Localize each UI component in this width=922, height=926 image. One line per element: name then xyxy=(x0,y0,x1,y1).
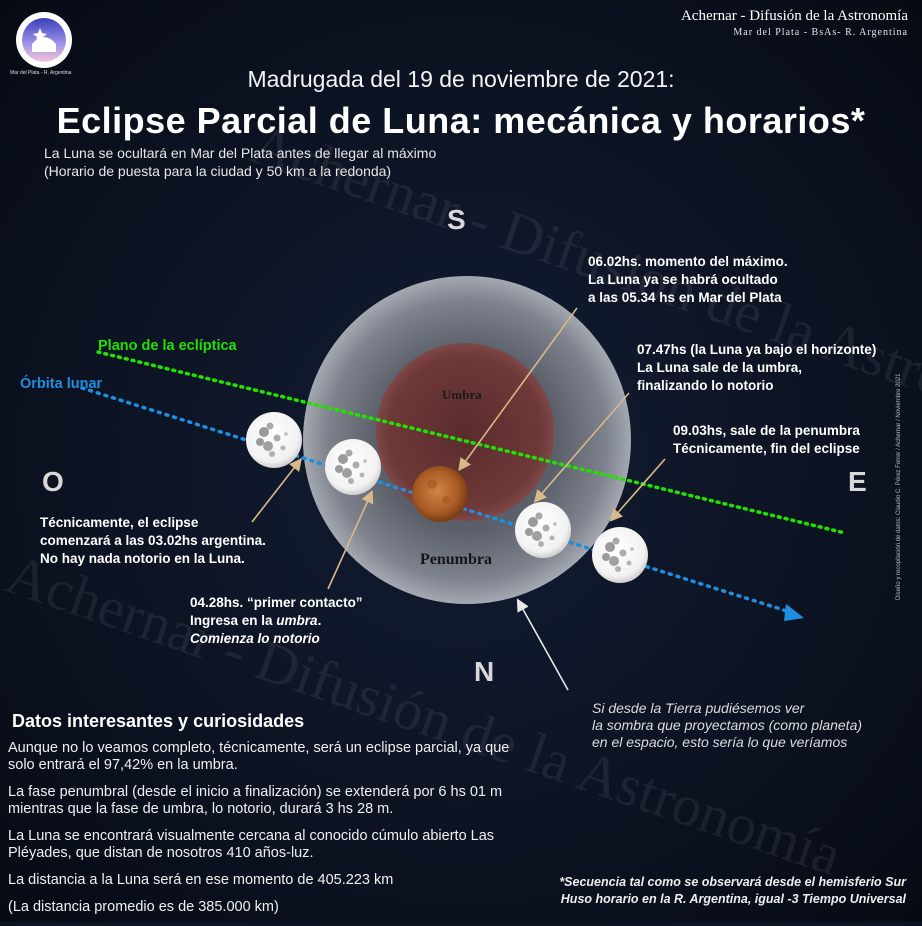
annotation-umbra-exit-line-2: La Luna sale de la umbra, xyxy=(637,360,803,375)
subtitle-line-2: (Horario de puesta para la ciudad y 50 k… xyxy=(44,163,392,179)
fact-item: La distancia a la Luna será en ese momen… xyxy=(8,872,394,888)
moon-penumbra-exit xyxy=(592,527,648,583)
annotation-maximum-line-2: La Luna ya se habrá ocultado xyxy=(588,272,778,287)
fact-item: La fase penumbral (desde el inicio a fin… xyxy=(8,784,503,817)
annotation-start-line-1: Técnicamente, el eclipse xyxy=(40,515,199,530)
pointer-hypothetical xyxy=(516,598,569,691)
pointer-max xyxy=(458,307,578,472)
subtitle: La Luna se ocultará en Mar del Plata ant… xyxy=(44,144,436,180)
annotation-hypothetical: Si desde la Tierra pudiésemos ver la som… xyxy=(592,700,862,751)
annotation-penumbra-exit-line-2: Técnicamente, fin del eclipse xyxy=(673,441,860,456)
annotation-umbra-exit: 07.47hs (la Luna ya bajo el horizonte) L… xyxy=(637,341,876,395)
moon-umbra-exit xyxy=(515,502,571,558)
brand-subtitle: Mar del Plata - BsAs- R. Argentina xyxy=(733,27,908,38)
pointer-start xyxy=(251,457,302,523)
fact-item: La Luna se encontrará visualmente cercan… xyxy=(8,828,495,861)
first-contact-suffix: . xyxy=(317,613,322,628)
footnote-line-2: Huso horario en la R. Argentina, igual -… xyxy=(560,892,906,906)
annotation-hypothetical-line-1: Si desde la Tierra pudiésemos ver xyxy=(592,700,805,716)
orbit-arrow-head xyxy=(784,604,804,621)
annotation-penumbra-exit: 09.03hs, sale de la penumbra Técnicament… xyxy=(673,422,860,458)
annotation-maximum: 06.02hs. momento del máximo. La Luna ya … xyxy=(588,253,788,307)
cardinal-north: N xyxy=(474,656,495,687)
cardinal-east: E xyxy=(848,466,867,497)
orbit-label: Órbita lunar xyxy=(20,376,103,392)
annotation-hypothetical-line-2: la sombra que proyectamos (como planeta) xyxy=(592,717,863,733)
footnote-line-1: *Secuencia tal como se observará desde e… xyxy=(559,875,906,889)
achernar-logo xyxy=(10,8,90,84)
facts-heading: Datos interesantes y curiosidades xyxy=(12,711,305,731)
pointer-first-contact xyxy=(327,490,374,590)
annotation-start-line-2: comenzará a las 03.02hs argentina. xyxy=(40,533,266,548)
annotation-umbra-exit-line-3: finalizando lo notorio xyxy=(637,378,774,393)
fact-item: (La distancia promedio es de 385.000 km) xyxy=(8,899,279,915)
subtitle-line-1: La Luna se ocultará en Mar del Plata ant… xyxy=(44,145,437,161)
penumbra-label: Penumbra xyxy=(420,551,492,568)
brand-block: Achernar - Difusión de la Astronomía Mar… xyxy=(681,8,908,38)
pointer-penumbra-exit xyxy=(609,458,666,522)
logo-caption: Mar del Plata - R. Argentina xyxy=(10,70,72,76)
cardinal-south: S xyxy=(447,204,466,235)
cardinal-west: O xyxy=(42,466,64,497)
moon-penumbra-entry xyxy=(246,412,302,468)
page-title: Eclipse Parcial de Luna: mecánica y hora… xyxy=(56,100,866,141)
first-contact-umbra-word: umbra xyxy=(276,613,318,628)
date-line: Madrugada del 19 de noviembre de 2021: xyxy=(247,66,675,92)
annotation-maximum-line-3: a las 05.34 hs en Mar del Plata xyxy=(588,290,782,305)
moon-maximum xyxy=(412,466,468,522)
annotation-first-contact-line-2: Ingresa en la umbra. xyxy=(190,612,363,630)
footnote: *Secuencia tal como se observará desde e… xyxy=(559,874,906,908)
annotation-penumbra-exit-line-1: 09.03hs, sale de la penumbra xyxy=(673,423,860,438)
annotation-first-contact: 04.28hs. “primer contacto” Ingresa en la… xyxy=(190,594,363,648)
annotation-start-line-3: No hay nada notorio en la Luna. xyxy=(40,551,245,566)
credit-text: Diseño y recopilación de datos: Claudio … xyxy=(896,373,902,600)
annotation-start: Técnicamente, el eclipse comenzará a las… xyxy=(40,514,266,568)
first-contact-prefix: Ingresa en la xyxy=(190,613,277,628)
annotation-maximum-line-1: 06.02hs. momento del máximo. xyxy=(588,254,788,269)
annotation-first-contact-line-3: Comienza lo notorio xyxy=(190,631,320,646)
moon-umbra-entry xyxy=(325,439,381,495)
pointer-umbra-exit xyxy=(533,392,630,503)
fact-item: Aunque no lo veamos completo, técnicamen… xyxy=(8,740,510,773)
facts-list: Aunque no lo veamos completo, técnicamen… xyxy=(8,740,528,926)
ecliptic-line xyxy=(96,350,847,535)
annotation-umbra-exit-line-1: 07.47hs (la Luna ya bajo el horizonte) xyxy=(637,342,877,357)
brand-title: Achernar - Difusión de la Astronomía xyxy=(680,8,908,24)
umbra-label: Umbra xyxy=(442,387,482,402)
annotation-first-contact-line-1: 04.28hs. “primer contacto” xyxy=(190,595,363,610)
ecliptic-label: Plano de la eclíptica xyxy=(98,338,237,354)
annotation-hypothetical-line-3: en el espacio, esto sería lo que veríamo… xyxy=(592,734,848,750)
